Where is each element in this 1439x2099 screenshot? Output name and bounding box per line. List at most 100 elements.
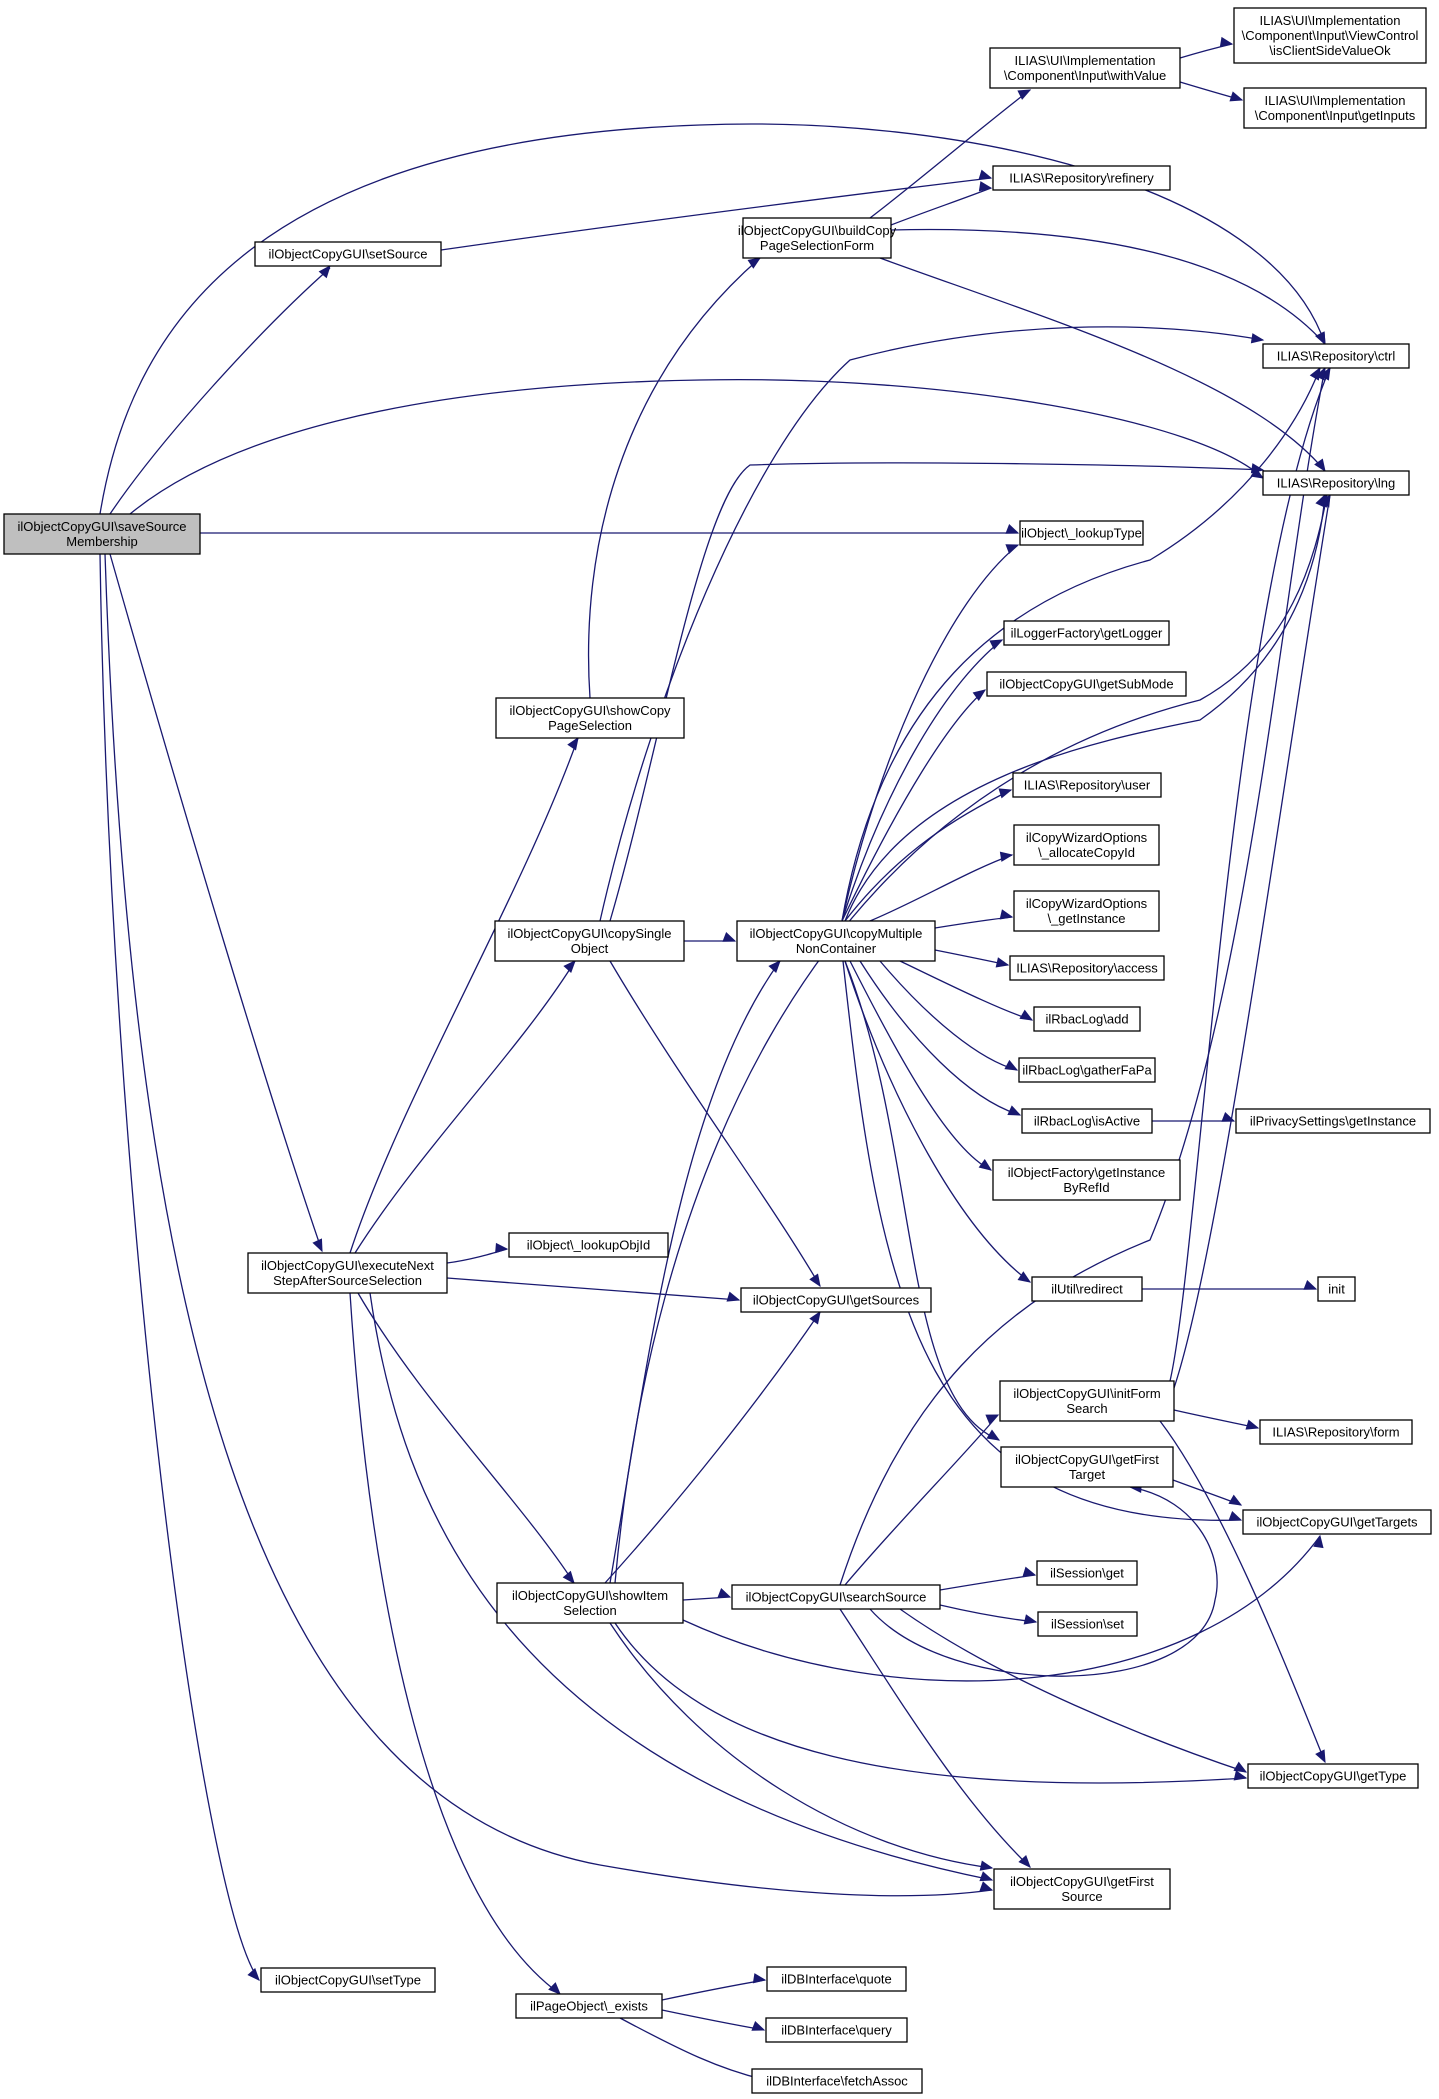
node-refinery[interactable]: ILIAS\Repository\refinery xyxy=(992,165,1171,191)
node-query[interactable]: ilDBInterface\query xyxy=(765,2017,908,2043)
node-box[interactable] xyxy=(260,1967,436,1993)
node-lng[interactable]: ILIAS\Repository\lng xyxy=(1262,470,1410,496)
node-redirect[interactable]: ilUtil\redirect xyxy=(1031,1276,1143,1302)
node-box[interactable] xyxy=(1012,772,1162,798)
node-getSubMode[interactable]: ilObjectCopyGUI\getSubMode xyxy=(986,671,1187,697)
node-box[interactable] xyxy=(986,671,1187,697)
node-box[interactable] xyxy=(496,1582,684,1624)
node-box[interactable] xyxy=(1259,1419,1413,1445)
edge-line xyxy=(109,553,323,1252)
edge-arrowhead xyxy=(978,181,993,192)
node-box[interactable] xyxy=(494,920,685,962)
node-withValue[interactable]: ILIAS\UI\Implementation\Component\Input\… xyxy=(989,47,1181,89)
node-box[interactable] xyxy=(1262,343,1410,369)
node-access[interactable]: ILIAS\Repository\access xyxy=(1009,955,1165,981)
node-box[interactable] xyxy=(3,513,201,555)
node-box[interactable] xyxy=(742,217,892,259)
node-box[interactable] xyxy=(992,1159,1181,1201)
node-box[interactable] xyxy=(1019,520,1144,546)
node-label-line: PageSelection xyxy=(548,718,632,733)
edge-line xyxy=(839,1608,1031,1868)
node-box[interactable] xyxy=(1013,824,1160,866)
node-isActive[interactable]: ilRbacLog\isActive xyxy=(1021,1108,1153,1134)
node-user[interactable]: ILIAS\Repository\user xyxy=(1012,772,1162,798)
node-box[interactable] xyxy=(1243,87,1427,129)
node-getType[interactable]: ilObjectCopyGUI\getType xyxy=(1247,1763,1419,1789)
node-box[interactable] xyxy=(1037,1611,1138,1637)
node-box[interactable] xyxy=(508,1232,669,1258)
node-sessionSet[interactable]: ilSession\set xyxy=(1037,1611,1138,1637)
node-isClientSide[interactable]: ILIAS\UI\Implementation\Component\Input\… xyxy=(1233,7,1427,64)
node-box[interactable] xyxy=(1018,1057,1156,1083)
node-box[interactable] xyxy=(1000,1446,1174,1488)
node-box[interactable] xyxy=(992,165,1171,191)
node-label-line: ilObjectCopyGUI\saveSource xyxy=(17,519,186,534)
edge-copyMultiple-to-getSubMode xyxy=(841,689,987,922)
edge-line xyxy=(1169,367,1331,1382)
node-box[interactable] xyxy=(736,920,936,962)
node-sessionGet[interactable]: ilSession\get xyxy=(1036,1560,1138,1586)
node-box[interactable] xyxy=(731,1584,941,1610)
node-box[interactable] xyxy=(1009,955,1165,981)
node-box[interactable] xyxy=(1262,470,1410,496)
node-getTargets[interactable]: ilObjectCopyGUI\getTargets xyxy=(1242,1509,1432,1535)
node-box[interactable] xyxy=(1247,1763,1419,1789)
edge-line xyxy=(899,960,1033,1021)
node-setType[interactable]: ilObjectCopyGUI\setType xyxy=(260,1967,436,1993)
edge-line xyxy=(604,1311,821,1584)
node-box[interactable] xyxy=(254,241,442,267)
node-box[interactable] xyxy=(751,2068,923,2094)
node-quote[interactable]: ilDBInterface\quote xyxy=(766,1966,907,1992)
node-box[interactable] xyxy=(247,1252,448,1294)
node-box[interactable] xyxy=(515,1993,663,2019)
node-label-line: Membership xyxy=(66,534,138,549)
node-label-line: ilDBInterface\query xyxy=(781,2023,892,2038)
edge-arrowhead xyxy=(985,1414,1000,1425)
node-box[interactable] xyxy=(999,1380,1175,1422)
node-rbacAdd[interactable]: ilRbacLog\add xyxy=(1033,1006,1141,1032)
node-ctrl[interactable]: ILIAS\Repository\ctrl xyxy=(1262,343,1410,369)
node-cwGetInstance[interactable]: ilCopyWizardOptions\_getInstance xyxy=(1013,890,1160,932)
node-box[interactable] xyxy=(1013,890,1160,932)
node-box[interactable] xyxy=(1233,7,1427,64)
node-box[interactable] xyxy=(1031,1276,1143,1302)
node-privacyGetInstance[interactable]: ilPrivacySettings\getInstance xyxy=(1235,1108,1431,1134)
node-searchSource[interactable]: ilObjectCopyGUI\searchSource xyxy=(731,1584,941,1610)
node-box[interactable] xyxy=(495,697,685,739)
node-buildCopy[interactable]: ilObjectCopyGUI\buildCopyPageSelectionFo… xyxy=(738,217,897,259)
node-getInputs[interactable]: ILIAS\UI\Implementation\Component\Input\… xyxy=(1243,87,1427,129)
node-init[interactable]: init xyxy=(1317,1276,1356,1302)
node-box[interactable] xyxy=(1033,1006,1141,1032)
node-box[interactable] xyxy=(740,1287,932,1313)
node-lookupType[interactable]: ilObject\_lookupType xyxy=(1019,520,1144,546)
node-allocateCopyId[interactable]: ilCopyWizardOptions\_allocateCopyId xyxy=(1013,824,1160,866)
node-lookupObjId[interactable]: ilObject\_lookupObjId xyxy=(508,1232,669,1258)
node-box[interactable] xyxy=(1036,1560,1138,1586)
node-box[interactable] xyxy=(993,1868,1171,1910)
node-getLogger[interactable]: ilLoggerFactory\getLogger xyxy=(1003,620,1170,646)
node-pageExists[interactable]: ilPageObject\_exists xyxy=(515,1993,663,2019)
node-box[interactable] xyxy=(1003,620,1170,646)
node-gatherFaPa[interactable]: ilRbacLog\gatherFaPa xyxy=(1018,1057,1156,1083)
node-fetchAssoc[interactable]: ilDBInterface\fetchAssoc xyxy=(751,2068,923,2094)
node-executeNext[interactable]: ilObjectCopyGUI\executeNextStepAfterSour… xyxy=(247,1252,448,1294)
node-box[interactable] xyxy=(989,47,1181,89)
node-box[interactable] xyxy=(1317,1276,1356,1302)
node-box[interactable] xyxy=(765,2017,908,2043)
node-form[interactable]: ILIAS\Repository\form xyxy=(1259,1419,1413,1445)
node-box[interactable] xyxy=(1021,1108,1153,1134)
node-getSources[interactable]: ilObjectCopyGUI\getSources xyxy=(740,1287,932,1313)
node-box[interactable] xyxy=(1235,1108,1431,1134)
node-box[interactable] xyxy=(1242,1509,1432,1535)
node-box[interactable] xyxy=(766,1966,907,1992)
node-setSource[interactable]: ilObjectCopyGUI\setSource xyxy=(254,241,442,267)
